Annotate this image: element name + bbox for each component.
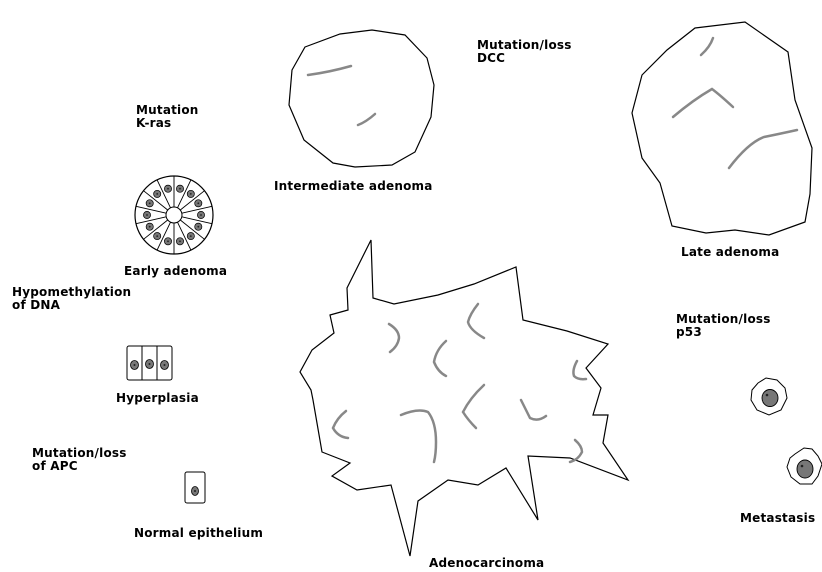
stage-metastasis-label: Metastasis xyxy=(740,512,815,525)
adenocarcinoma-shape xyxy=(300,240,628,556)
mutation-kras-line-2: K-ras xyxy=(136,117,199,130)
normal-epithelium-cell xyxy=(185,472,205,503)
metastasis-cell-2 xyxy=(787,448,822,484)
stage-intermediate-adenoma-label: Intermediate adenoma xyxy=(274,180,433,193)
stage-early-adenoma-label: Early adenoma xyxy=(124,265,227,278)
rosette-cell-nucleolus xyxy=(190,235,192,237)
rosette-cell-nucleolus xyxy=(197,226,199,228)
stage-adenocarcinoma-label: Adenocarcinoma xyxy=(429,557,544,570)
mutation-dcc-line-2: DCC xyxy=(477,52,572,65)
stage-late-adenoma-label: Late adenoma xyxy=(681,246,779,259)
mutation-p53-label: Mutation/loss p53 xyxy=(676,313,771,339)
rosette-cell-nucleolus xyxy=(179,240,181,242)
late-adenoma-shape xyxy=(632,22,812,235)
rosette-cell-nucleolus xyxy=(149,226,151,228)
rosette-cell-nucleolus xyxy=(179,188,181,190)
rosette-cell-nucleolus xyxy=(197,202,199,204)
stage-hyperplasia-label: Hyperplasia xyxy=(116,392,199,405)
rosette-cell-nucleolus xyxy=(156,235,158,237)
mutation-apc-label: Mutation/loss of APC xyxy=(32,447,127,473)
hypomethylation-line-2: of DNA xyxy=(12,299,131,312)
rosette-cell-nucleolus xyxy=(146,214,148,216)
mutation-apc-line-2: of APC xyxy=(32,460,127,473)
early-adenoma-rosette xyxy=(135,176,213,254)
rosette-cell-nucleolus xyxy=(156,193,158,195)
stage-normal-epithelium-label: Normal epithelium xyxy=(134,527,263,540)
mutation-kras-label: Mutation K-ras xyxy=(136,104,199,130)
hypomethylation-dna-label: Hypomethylation of DNA xyxy=(12,286,131,312)
mutation-p53-line-2: p53 xyxy=(676,326,771,339)
rosette-cell-nucleolus xyxy=(190,193,192,195)
rosette-cell-nucleolus xyxy=(200,214,202,216)
mutation-dcc-label: Mutation/loss DCC xyxy=(477,39,572,65)
intermediate-adenoma-shape xyxy=(289,30,434,167)
metastasis-cell-1 xyxy=(751,378,787,415)
rosette-cell-nucleolus xyxy=(149,202,151,204)
rosette-cell-nucleolus xyxy=(167,240,169,242)
rosette-cell-nucleolus xyxy=(167,188,169,190)
hyperplasia-cells xyxy=(127,346,172,380)
